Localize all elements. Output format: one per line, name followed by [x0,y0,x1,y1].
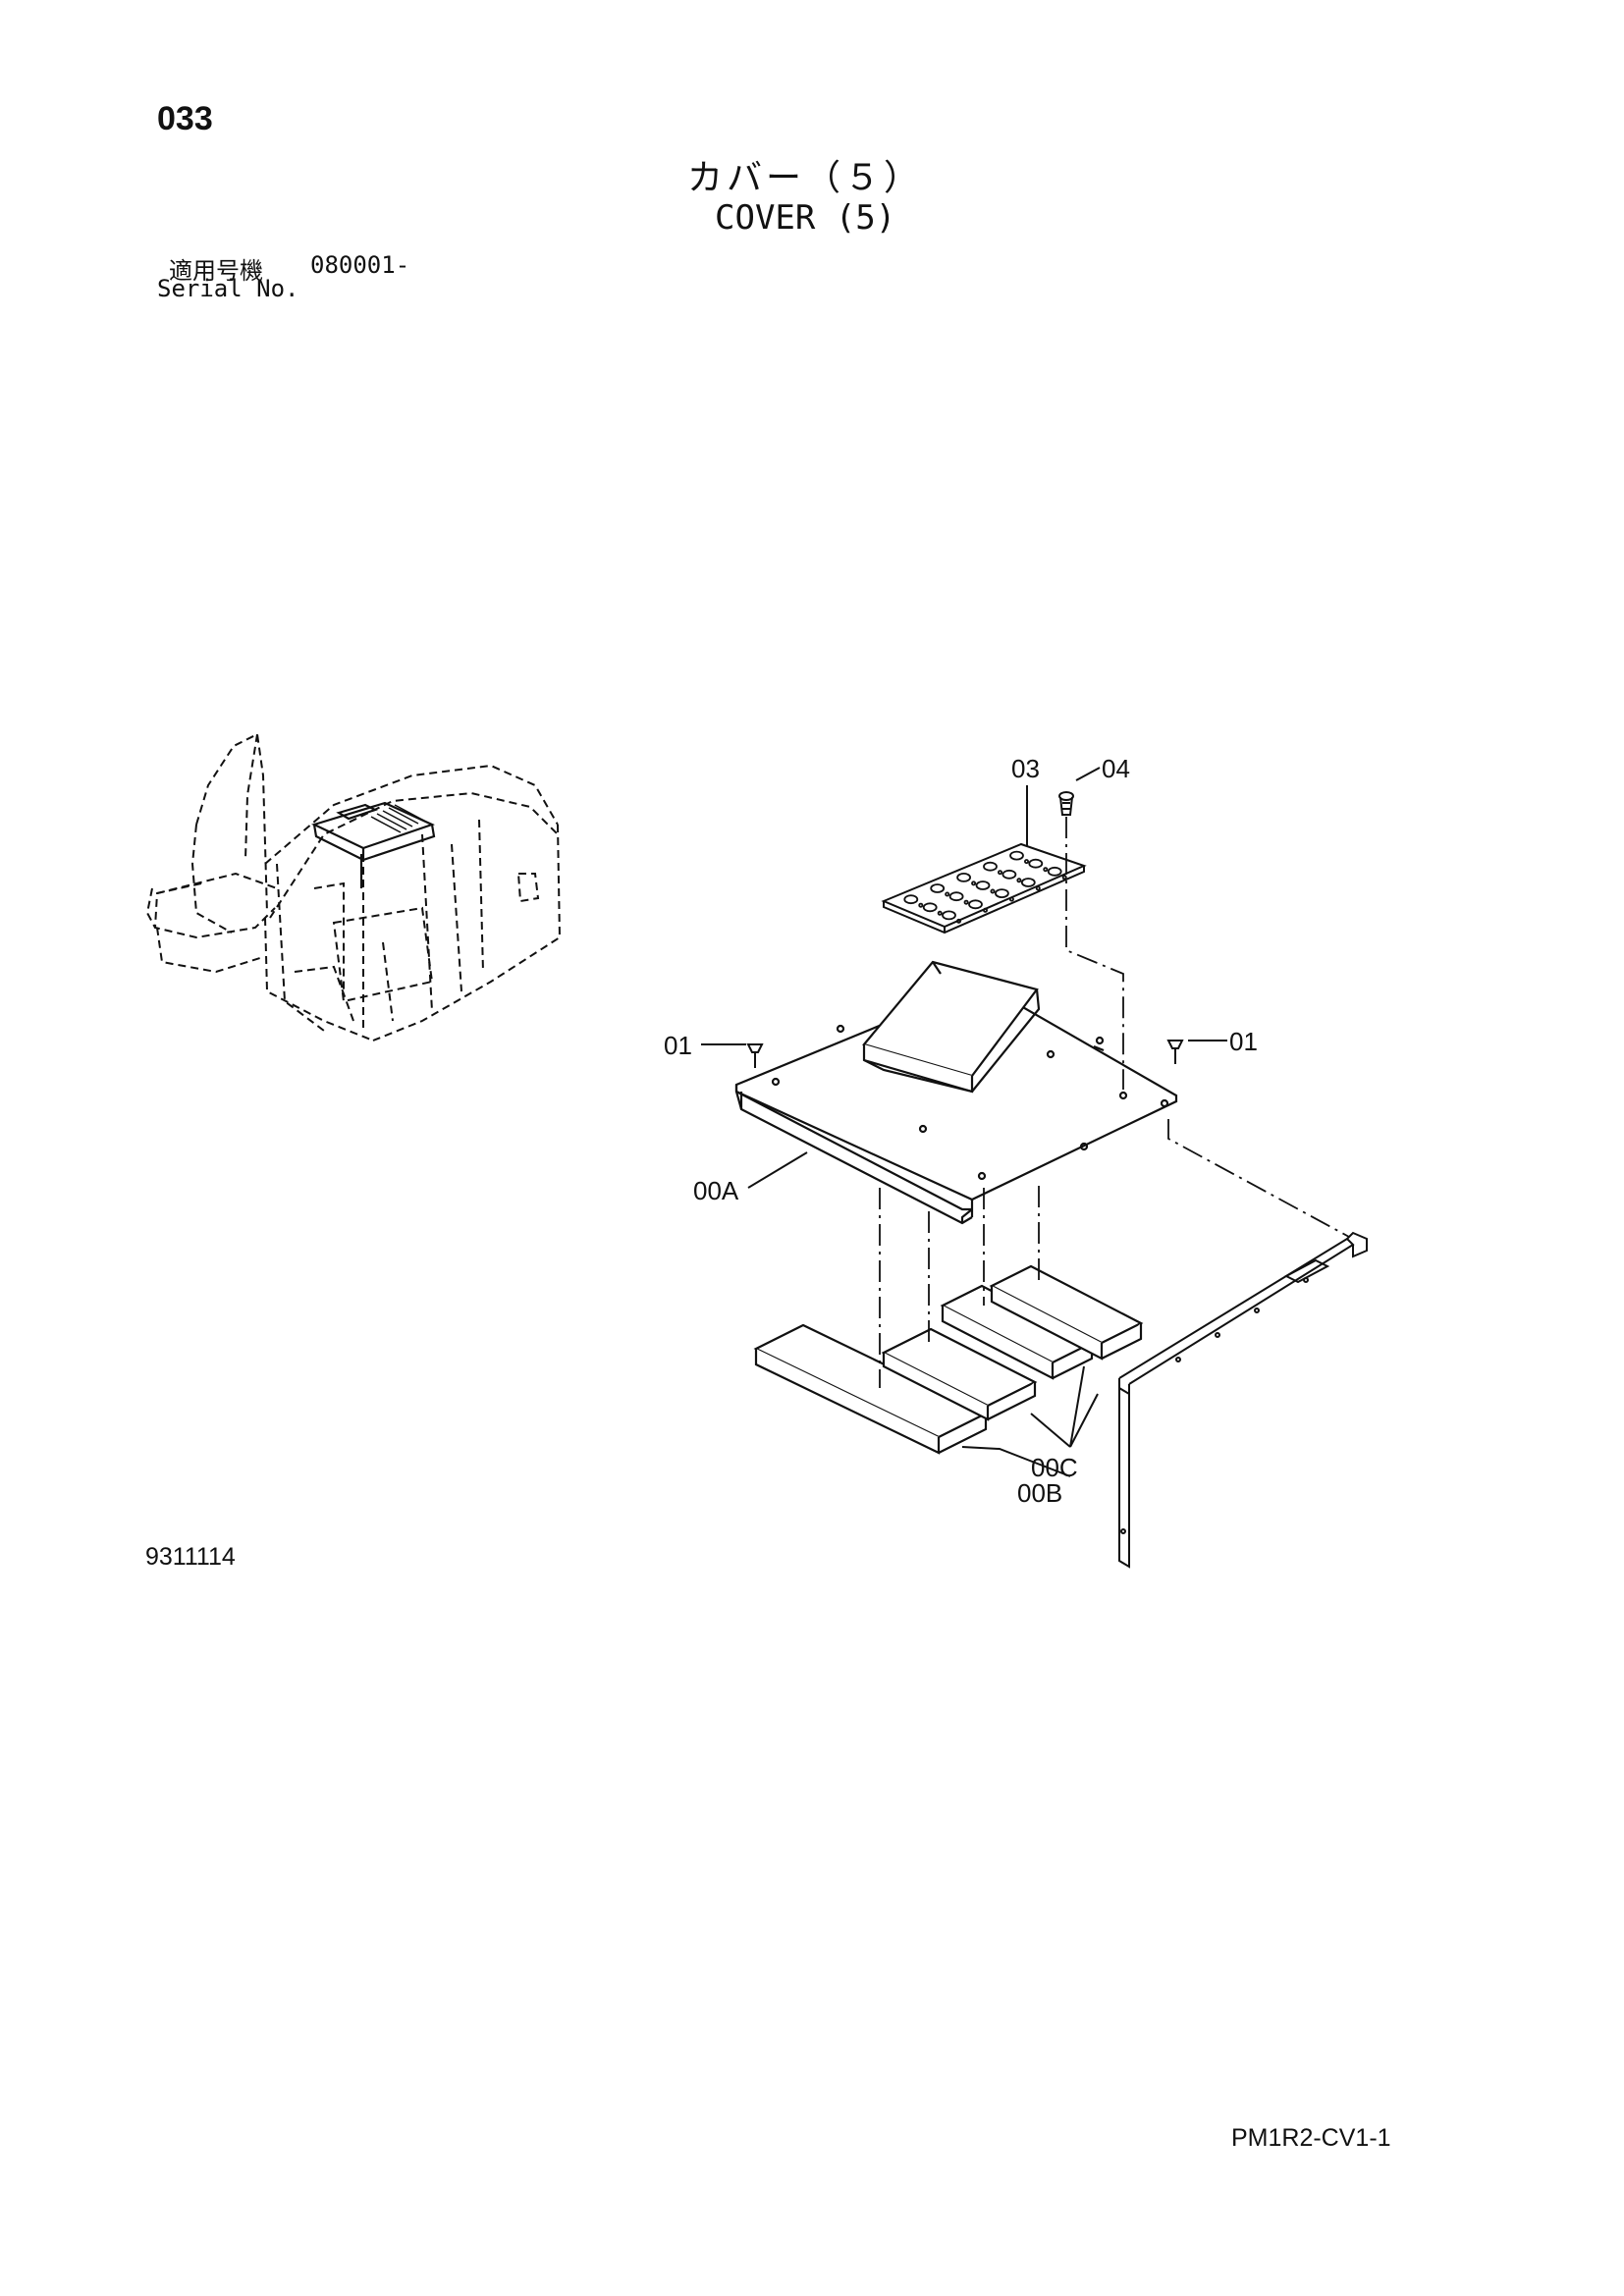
plate-hole [983,861,998,872]
plate-hole [975,881,991,890]
plate-hole [1047,866,1062,877]
plate-hole [948,891,964,902]
callout-03: 03 [1011,754,1040,783]
callout-01-right: 01 [1229,1027,1258,1056]
part-01-bolts [746,1040,1184,1068]
plate-rivet [1043,867,1049,873]
plate-rivet [1016,878,1022,883]
plate-rivet [998,870,1003,876]
plate-rivet [990,888,996,894]
serial-number-range: 080001- [310,251,410,279]
support-frame-bracket [1118,1231,1368,1569]
plate-hole [942,910,956,921]
plate-rivet [1061,875,1067,881]
callout-00C: 00C [1031,1453,1078,1482]
plate-hole [1020,878,1036,887]
callout-04: 04 [1102,754,1130,783]
plate-rivet [956,918,962,924]
plate-rivet [1035,885,1041,891]
plate-rivet [963,899,969,905]
plate-rivet [971,881,977,886]
plate-hole [903,894,919,905]
assembly-lines [879,817,1350,1388]
page-number: 033 [157,100,213,137]
plate-rivet [918,902,924,908]
part-00B-00C-foam-blocks [753,1264,1144,1455]
highlighted-cover-location [310,801,436,888]
leader-lines [701,767,1227,1477]
page-title-english: COVER (5) [715,198,896,238]
part-00A-cover-panel [734,960,1178,1225]
page-code: PM1R2-CV1-1 [1231,2124,1391,2152]
plate-rivet [983,907,989,913]
drawing-number: 9311114 [145,1543,236,1571]
part-03-perforated-plate [881,842,1087,934]
serial-label-english: Serial No. [157,275,299,302]
plate-hole [968,899,983,910]
plate-holes [903,850,1067,924]
plate-hole [1028,858,1044,869]
plate-hole [995,888,1009,898]
part-04-screw [1058,791,1074,816]
page-title-japanese: カバー（５） [687,157,924,197]
plate-hole [1001,869,1017,880]
callout-00A: 00A [693,1176,739,1205]
plate-rivet [1008,896,1014,902]
plate-hole [922,902,938,913]
callout-01-left: 01 [664,1031,692,1060]
machine-locator-thumbnail [145,732,562,1041]
plate-hole [956,873,971,882]
plate-hole [1009,850,1024,861]
callout-00B: 00B [1017,1478,1062,1508]
plate-rivet [937,910,943,916]
plate-rivet [1024,859,1030,865]
plate-rivet [945,891,950,897]
plate-hole [930,883,946,893]
serial-label-japanese: 適用号機 [169,258,263,285]
